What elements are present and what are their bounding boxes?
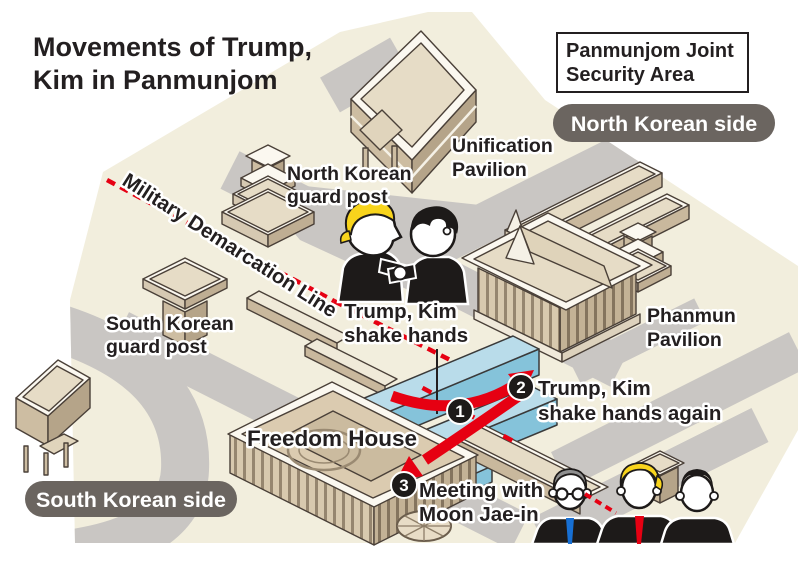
north-korean-guard-post-label: North Korean [287, 163, 412, 185]
title-line1: Movements of Trump, [33, 32, 312, 62]
left-stilted-building [15, 359, 91, 476]
phanmun-pavilion-building [461, 212, 653, 363]
svg-text:shake hands again: shake hands again [538, 402, 721, 425]
road [550, 332, 798, 488]
road [569, 298, 706, 384]
moon-figure [530, 468, 610, 546]
step1-label: Trump, Kim [344, 300, 457, 323]
kim-body [404, 255, 470, 306]
south-korean-guard-post-building [142, 257, 228, 347]
step1-number: 1 [455, 402, 464, 421]
page-title: Movements of Trump, Kim in Panmunjom [33, 32, 312, 95]
military-demarcation-line [105, 178, 462, 368]
handshake-figures [336, 198, 470, 306]
kim-hair-front [680, 469, 714, 491]
meeting-figures [530, 462, 736, 546]
unification-pavilion-label: Unification [452, 135, 553, 157]
north-side-badge: North Korean side [553, 104, 775, 142]
svg-text:guard post: guard post [287, 186, 388, 208]
svg-text:Moon Jae-in: Moon Jae-in [419, 503, 539, 526]
freedom-house-label: Freedom House [247, 426, 417, 451]
arrow-southwest [421, 390, 524, 465]
svg-text:Pavilion: Pavilion [452, 159, 527, 181]
moon-tie [566, 518, 574, 544]
north-side-badge-text: North Korean side [571, 112, 757, 136]
title-line2: Kim in Panmunjom [33, 65, 278, 95]
svg-text:guard post: guard post [106, 336, 207, 358]
north-korean-guard-post-building [221, 144, 315, 248]
phanmun-pavilion-label: Phanmun [647, 305, 736, 327]
step3-label: Meeting with [419, 479, 543, 502]
row-buildings [246, 290, 398, 397]
trump-hair-swoosh [339, 230, 352, 244]
svg-text:Pavilion: Pavilion [647, 329, 722, 351]
step2-number: 2 [516, 378, 525, 397]
legend-line2: Security Area [566, 64, 695, 86]
road [320, 37, 410, 113]
kim-figure [659, 469, 736, 546]
gazebo [396, 510, 452, 542]
trump-hair [344, 198, 396, 236]
south-korean-guard-post-label: South Korean [106, 313, 234, 335]
step2-label: Trump, Kim [538, 377, 651, 400]
trump-tie [635, 516, 644, 544]
legend-box: Panmunjom Joint Security Area [556, 32, 749, 93]
unification-pavilion-building [350, 30, 477, 194]
mdl-dashes-figures [583, 492, 618, 515]
moon-hair [552, 468, 588, 490]
svg-text:shake hands: shake hands [344, 324, 468, 347]
kim-hair [410, 206, 459, 238]
trump-hair-front [619, 462, 661, 488]
step2-marker: 2 [507, 373, 535, 401]
south-side-badge-text: South Korean side [36, 488, 226, 512]
kim-ear [442, 226, 452, 236]
clasped-hands [392, 265, 408, 281]
south-side-badge: South Korean side [25, 481, 237, 517]
step3-number: 3 [399, 476, 408, 495]
step1-marker: 1 [446, 397, 474, 425]
step3-marker: 3 [390, 471, 418, 499]
legend-line1: Panmunjom Joint [566, 40, 734, 62]
road [70, 296, 210, 543]
